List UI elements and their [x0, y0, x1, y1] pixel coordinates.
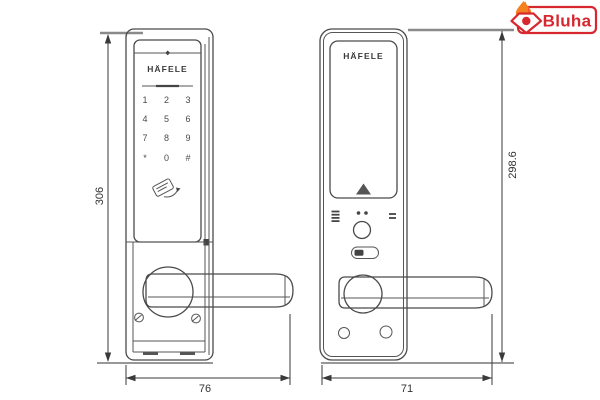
keypad-key: 4: [142, 114, 147, 124]
front-view: HÄFELE 1 2 3 4 5 6 7 8 9 * 0 #: [94, 28, 294, 395]
keypad-key: 3: [185, 95, 190, 105]
back-height-dimension: 298.6: [498, 31, 519, 362]
back-handle-hub: [343, 274, 383, 314]
back-handle-lever: [338, 276, 493, 309]
keypad-key: 7: [142, 133, 147, 143]
keypad-key: 8: [164, 133, 169, 143]
dimension-label-76: 76: [199, 383, 211, 395]
keypad-key: 6: [185, 114, 190, 124]
front-brand-text: HÄFELE: [147, 64, 188, 74]
front-keypad: 1 2 3 4 5 6 7 8 9 * 0 #: [142, 95, 190, 163]
rfid-card-icon: [152, 178, 181, 198]
keypad-key: 9: [185, 133, 190, 143]
brand-logo: Bluha: [510, 1, 598, 35]
back-screw-hole-right: [379, 325, 393, 339]
dimension-label-306: 306: [94, 187, 106, 205]
keypad-key: 5: [164, 114, 169, 124]
keypad-key: 1: [142, 95, 147, 105]
back-view: HÄFELE: [319, 28, 519, 395]
keypad-key: 0: [164, 153, 169, 163]
front-width-dimension: 76: [125, 314, 291, 395]
gem-icon: [510, 12, 543, 35]
battery-cover-arrow-icon: [356, 183, 371, 195]
logo-text: Bluha: [543, 12, 592, 31]
front-handle-hub: [142, 266, 194, 318]
battery-cover: [329, 40, 398, 199]
open-close-button: [352, 220, 372, 240]
front-body: [125, 28, 214, 361]
keypad-key: #: [185, 153, 190, 163]
privacy-slider: [351, 246, 379, 259]
panel-center-notch: [165, 50, 171, 56]
front-screw-left: [134, 312, 144, 323]
back-brand-text: HÄFELE: [343, 51, 384, 61]
dimension-label-298-6: 298.6: [507, 151, 519, 179]
front-handle-lever: [145, 273, 294, 308]
front-height-dimension: 306: [94, 34, 112, 362]
back-width-dimension: 71: [321, 314, 493, 395]
led-dots-icon: [356, 211, 368, 215]
speaker-grille-icon: [331, 210, 340, 223]
dimension-label-71: 71: [401, 383, 413, 395]
back-screw-hole-left: [338, 327, 350, 339]
keypad-key: 2: [164, 95, 169, 105]
back-body-inner-line: [323, 32, 404, 357]
double-bar-icon: [389, 213, 396, 219]
keypad-key: *: [143, 153, 147, 163]
front-screw-right: [191, 313, 201, 324]
back-body: [319, 28, 408, 361]
side-latch-mark: [203, 239, 209, 246]
